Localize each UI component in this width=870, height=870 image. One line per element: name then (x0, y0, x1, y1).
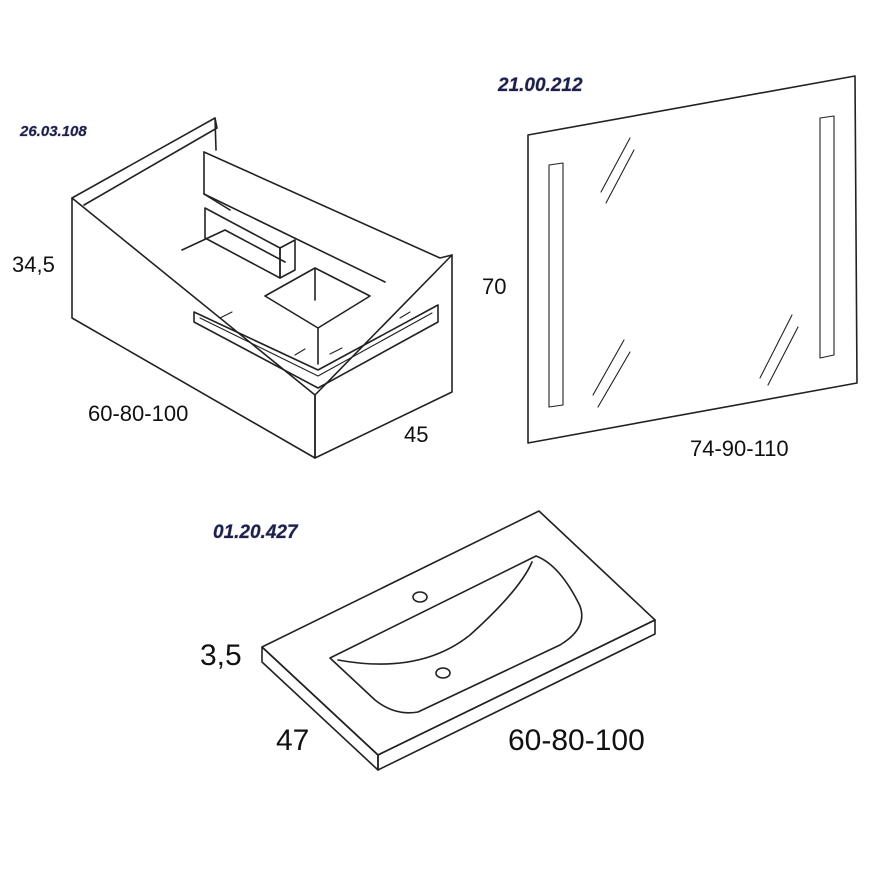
basin-bowl-rim (329, 555, 583, 714)
mirror-reflection-1b (605, 149, 635, 204)
basin-tap-hole (412, 591, 428, 603)
cabinet-drawing (71, 117, 453, 459)
cabinet-handle-inner (199, 312, 433, 377)
basin-depth-label: 47 (276, 724, 309, 757)
cabinet-code: 26.03.108 (19, 123, 87, 140)
mirror-width-label: 74-90-110 (690, 436, 789, 461)
cabinet-back-corner (214, 117, 217, 151)
basin-top-surface (261, 510, 656, 756)
cabinet-side-panel (314, 254, 453, 459)
mirror-reflection-3a (759, 314, 793, 379)
mirror-reflection-1a (600, 137, 631, 193)
cabinet-height-label: 34,5 (12, 252, 55, 277)
drawer-divider-left (204, 207, 281, 279)
basin-bowl-inner (337, 561, 533, 665)
basin-width-label: 60-80-100 (508, 724, 645, 757)
mirror-reflection-2a (592, 339, 625, 396)
mirror-reflection-3b (767, 326, 799, 386)
handle-clip-4 (399, 311, 411, 319)
basin-side-edge (377, 619, 656, 771)
mirror-led-strip-left (548, 162, 564, 408)
handle-clip-1 (219, 311, 233, 319)
cabinet-back-rail (203, 151, 453, 259)
drawer-inner-box (264, 267, 371, 329)
basin-drain (435, 667, 451, 679)
cabinet-inner-back (203, 151, 231, 211)
basin-thickness-label: 3,5 (200, 639, 242, 672)
mirror-height-label: 70 (482, 274, 506, 299)
drawer-divider-edge (279, 239, 296, 279)
mirror-code: 21.00.212 (497, 75, 583, 96)
cabinet-back-top-edge (71, 117, 218, 206)
drawer-bottom-left (181, 229, 286, 263)
handle-clip-3 (329, 347, 343, 355)
mirror-reflection-2b (597, 351, 631, 408)
cabinet-handle-rail (193, 304, 439, 389)
mirror-drawing (527, 75, 858, 444)
handle-clip-2 (294, 348, 306, 356)
basin-drawing (261, 510, 656, 771)
cabinet-back-lower-rail (203, 193, 386, 283)
cabinet-depth-label: 45 (404, 422, 428, 447)
mirror-led-strip-right (819, 115, 835, 359)
basin-code: 01.20.427 (213, 522, 299, 543)
mirror-frame (527, 75, 858, 444)
cabinet-width-label: 60-80-100 (88, 401, 188, 426)
